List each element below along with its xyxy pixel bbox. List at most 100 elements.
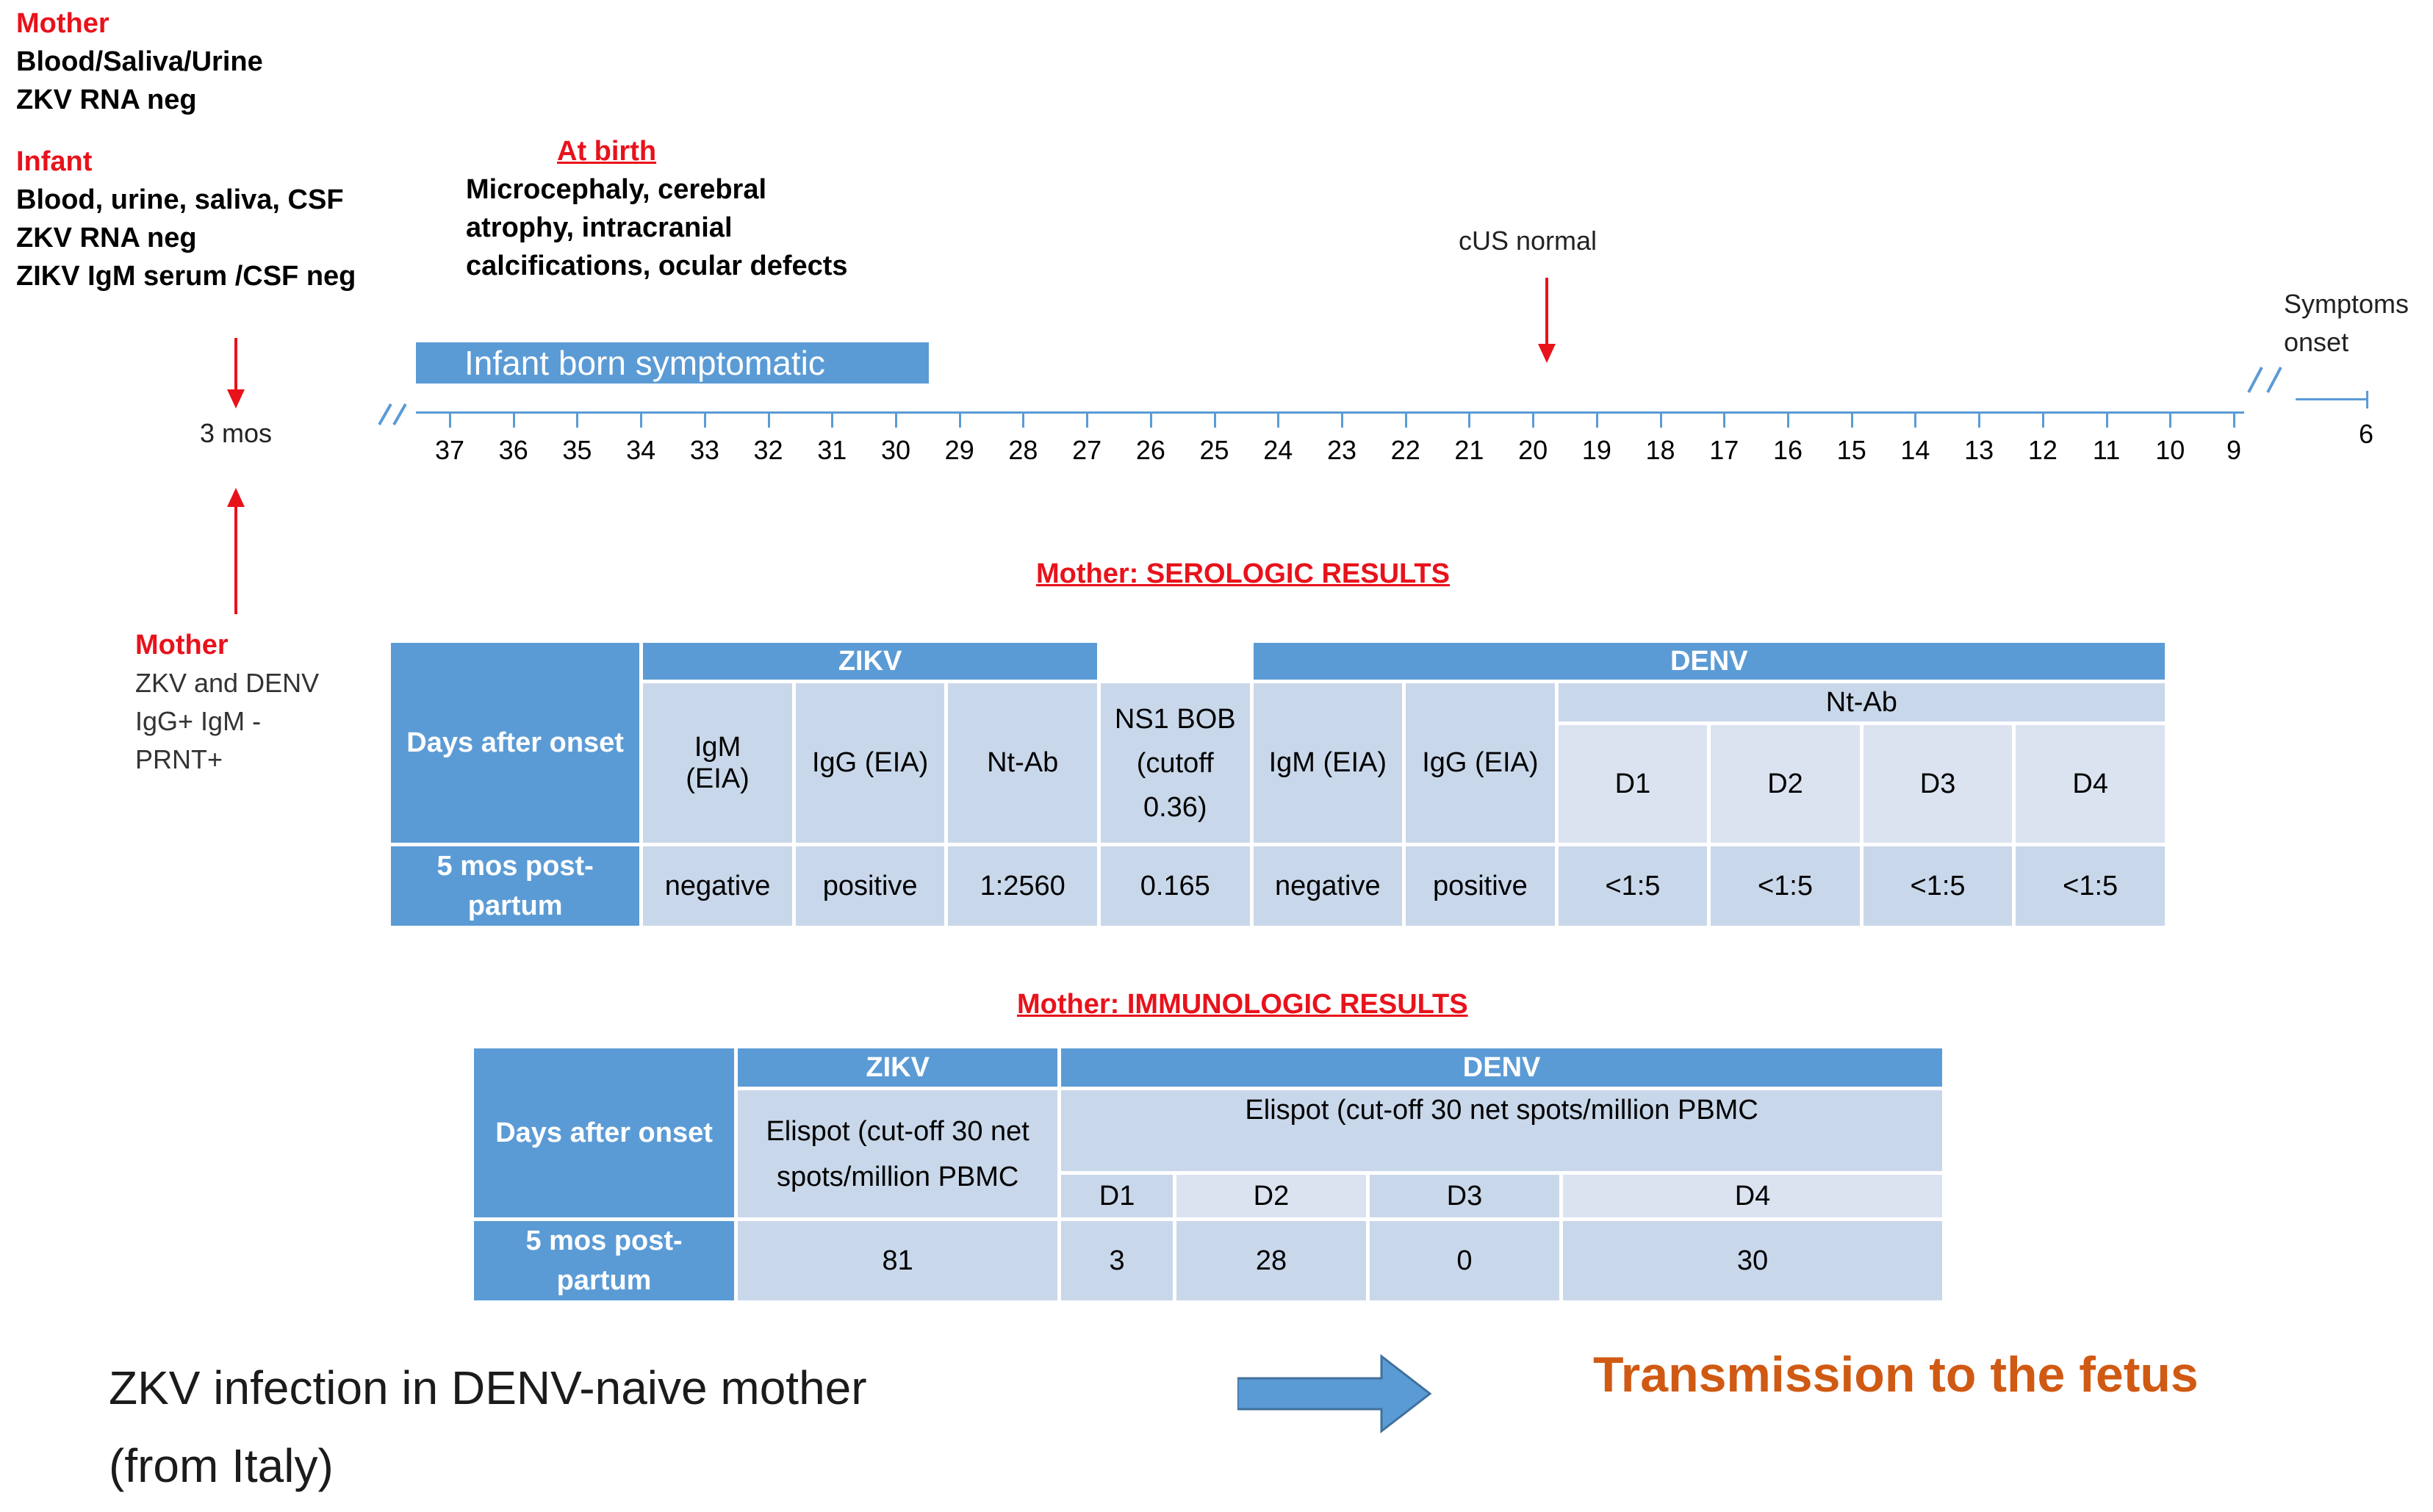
sero-col-zikv-igm: IgM (EIA)	[643, 683, 792, 843]
immu-row-label-l1: 5 mos post-	[525, 1225, 683, 1256]
sero-days-after-onset: Days after onset	[391, 643, 640, 843]
timeline-tick-label: 26	[1135, 435, 1165, 465]
immu-days-after-onset: Days after onset	[474, 1048, 735, 1217]
timeline-tick-label: 19	[1581, 435, 1611, 465]
timeline-tick	[1787, 411, 1789, 428]
infant-bar-label: Infant born symptomatic	[464, 344, 825, 382]
immu-row-label-l2: partum	[556, 1265, 652, 1296]
immu-denv-elispot: Elispot (cut-off 30 net spots/million PB…	[1061, 1090, 1942, 1171]
sero-ns1-l2: (cutoff	[1136, 747, 1214, 779]
symptoms-onset-label: Symptoms onset	[2284, 285, 2409, 361]
three-mos-up-arrow	[227, 488, 245, 614]
sero-igm-l1: IgM	[694, 731, 741, 763]
immunologic-heading: Mother: IMMUNOLOGIC RESULTS	[1017, 989, 1468, 1020]
timeline-tick	[703, 411, 706, 428]
sero-col-zikv-ntab: Nt-Ab	[948, 683, 1097, 843]
timeline-axis	[416, 411, 2244, 414]
mother-left-line1: ZKV and DENV	[135, 668, 320, 698]
sero-val-zikv-igg: positive	[795, 846, 945, 926]
timeline-tick-label: 18	[1645, 435, 1675, 465]
timeline-tick	[1341, 411, 1343, 428]
mother-title: Mother	[16, 8, 109, 39]
timeline-tick	[1850, 411, 1853, 428]
cus-arrow	[1538, 278, 1556, 363]
timeline-axis-tail	[2296, 398, 2368, 400]
timeline-tick	[1149, 411, 1152, 428]
timeline-tick	[2233, 411, 2235, 428]
timeline-tick-label: 10	[2155, 435, 2185, 465]
timeline-tick	[1022, 411, 1025, 428]
immu-val-d2: 28	[1176, 1221, 1366, 1300]
timeline-tick	[2105, 411, 2108, 428]
at-birth-title: At birth	[557, 136, 657, 167]
timeline-tick-label: 27	[1072, 435, 1102, 465]
timeline-tick	[640, 411, 643, 428]
sero-d3: D3	[1863, 725, 2013, 843]
timeline-tick	[449, 411, 451, 428]
timeline-tick-label: 30	[880, 435, 911, 465]
three-mos-down-arrow	[227, 338, 245, 408]
sero-val-d2: <1:5	[1711, 846, 1860, 926]
immu-denv-header: DENV	[1061, 1048, 1942, 1087]
immu-val-d1: 3	[1061, 1221, 1173, 1300]
immu-d4: D4	[1562, 1175, 1942, 1217]
at-birth-line2: atrophy, intracranial	[466, 212, 733, 243]
infant-line2: ZKV RNA neg	[16, 223, 197, 253]
immu-d1: D1	[1061, 1175, 1173, 1217]
timeline-tail-label: 6	[2359, 419, 2374, 449]
at-birth-notes: At birth Microcephaly, cerebral atrophy,…	[466, 132, 966, 285]
timeline-tick-label: 33	[689, 435, 719, 465]
immu-val-d3: 0	[1369, 1221, 1559, 1300]
mother-line1: Blood/Saliva/Urine	[16, 46, 263, 77]
timeline-tick	[1404, 411, 1407, 428]
timeline-tick	[831, 411, 834, 428]
timeline-break-left	[378, 403, 407, 425]
immu-val-d4: 30	[1562, 1221, 1942, 1300]
symptoms-line2: onset	[2284, 327, 2349, 357]
sero-col-denv-igg: IgG (EIA)	[1406, 683, 1555, 843]
timeline-tick	[1978, 411, 1981, 428]
sero-val-zikv-ntab: 1:2560	[948, 846, 1097, 926]
timeline-tick	[2169, 411, 2172, 428]
immu-d3: D3	[1369, 1175, 1559, 1217]
sero-zikv-header: ZIKV	[643, 643, 1097, 680]
timeline-tick-label: 34	[626, 435, 656, 465]
timeline-tick-label: 13	[1964, 435, 1994, 465]
sero-ns1-spacer	[1100, 643, 1250, 680]
sero-ns1-l3: 0.36)	[1143, 791, 1207, 823]
timeline-tick-label: 29	[944, 435, 974, 465]
sero-d1: D1	[1558, 725, 1708, 843]
timeline-tick-label: 22	[1390, 435, 1420, 465]
sero-d4: D4	[2016, 725, 2165, 843]
sero-val-ns1: 0.165	[1100, 846, 1250, 926]
sero-denv-header: DENV	[1253, 643, 2165, 680]
mother-left-title: Mother	[135, 630, 229, 660]
timeline-tick	[1914, 411, 1917, 428]
sero-row-label-l2: partum	[467, 890, 563, 921]
timeline-tick-label: 24	[1263, 435, 1293, 465]
sero-d2: D2	[1711, 725, 1860, 843]
mother-line2: ZKV RNA neg	[16, 84, 197, 115]
timeline-tick-label: 35	[562, 435, 592, 465]
immu-zikv-header: ZIKV	[738, 1048, 1058, 1087]
sero-ntab-header: Nt-Ab	[1558, 683, 2165, 721]
timeline-tick	[2041, 411, 2044, 428]
sero-row-label: 5 mos post- partum	[391, 846, 640, 926]
serologic-table: Days after onset ZIKV DENV IgM (EIA) IgG…	[387, 639, 2168, 929]
sero-val-denv-igm: negative	[1253, 846, 1403, 926]
sero-col-zikv-igg: IgG (EIA)	[795, 683, 945, 843]
timeline-tick	[958, 411, 961, 428]
timeline-tick	[1213, 411, 1216, 428]
sero-val-d4: <1:5	[2016, 846, 2165, 926]
immu-d2: D2	[1176, 1175, 1366, 1217]
serologic-heading: Mother: SEROLOGIC RESULTS	[1036, 558, 1450, 589]
timeline-tick	[1659, 411, 1662, 428]
sero-val-d3: <1:5	[1863, 846, 2013, 926]
timeline-tick-label: 16	[1772, 435, 1803, 465]
timeline-tick	[576, 411, 579, 428]
timeline-tick-label: 32	[753, 435, 783, 465]
mother-serology-note: Mother ZKV and DENV IgG+ IgM - PRNT+	[135, 626, 370, 779]
conclusion-arrow	[1237, 1353, 1432, 1434]
transmission-text: Transmission to the fetus	[1593, 1347, 2199, 1403]
